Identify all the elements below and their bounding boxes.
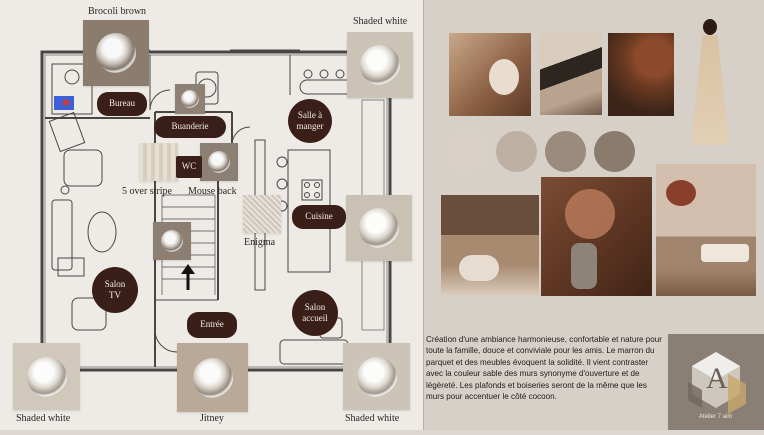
logo-mark-icon: [688, 352, 746, 414]
swatch-shaded-white-bottom-left: [13, 343, 80, 410]
swatch-label-jitney: Jitney: [200, 413, 224, 424]
inspiration-image-architecture: [540, 33, 602, 115]
swatch-mouse-back: [200, 143, 238, 181]
swatch-buanderie: [175, 84, 205, 114]
room-bureau: Bureau: [97, 92, 147, 116]
atelier-logo: A Atelier 7 aim: [668, 334, 764, 430]
knob-icon: [161, 230, 183, 252]
palette-dot-2: [496, 131, 537, 172]
inspiration-image-fashion: [677, 15, 743, 150]
room-wc: WC: [176, 156, 202, 178]
inspiration-image-living-room: [656, 164, 756, 296]
knob-icon: [208, 151, 230, 173]
swatch-jitney: [177, 343, 248, 412]
logo-letter: A: [706, 362, 728, 395]
swatch-shaded-white-mid: [346, 195, 412, 261]
swatch-brocoli-brown: [83, 20, 149, 86]
palette-dot-3: [545, 131, 586, 172]
panel-divider: [423, 0, 424, 430]
inspiration-image-dried-flowers: [541, 177, 652, 296]
room-salle-a-manger: Salle à manger: [288, 99, 332, 143]
knob-icon: [26, 356, 67, 397]
room-cuisine: Cuisine: [292, 205, 346, 229]
knob-icon: [359, 208, 399, 248]
swatch-label-enigma: Enigma: [244, 237, 276, 248]
inspiration-image-lamps: [449, 33, 531, 116]
swatch-label-shaded-white-bottom-right: Shaded white: [345, 413, 400, 424]
swatch-shaded-white-top: [347, 32, 413, 98]
knob-icon: [96, 33, 136, 73]
swatch-label-5-over-stripe: 5 over stripe: [122, 186, 172, 197]
swatch-label-brocoli-brown: Brocoli brown: [88, 6, 147, 17]
inspiration-image-texture: [608, 33, 674, 116]
logo-caption: Atelier 7 aim: [699, 414, 733, 420]
swatch-stair: [153, 222, 191, 260]
swatch-label-shaded-white-bottom-left: Shaded white: [16, 413, 71, 424]
palette-dot-4: [594, 131, 635, 172]
swatch-label-mouse-back: Mouse back: [188, 186, 237, 197]
swatch-shaded-white-bottom-right: [343, 343, 410, 410]
room-salon-accueil: Salon accueil: [292, 290, 338, 336]
room-buanderie: Buanderie: [154, 116, 226, 138]
knob-icon: [360, 45, 400, 85]
inspiration-image-reading-nook: [441, 195, 539, 295]
swatch-5-over-stripe: [139, 143, 178, 181]
knob-icon: [192, 357, 233, 398]
swatch-label-shaded-white-top: Shaded white: [353, 16, 408, 27]
knob-icon: [181, 90, 199, 108]
project-description: Création d'une ambiance harmonieuse, con…: [426, 335, 662, 402]
knob-icon: [356, 356, 397, 397]
room-entree: Entrée: [187, 312, 237, 338]
room-salon-tv: Salon TV: [92, 267, 138, 313]
swatch-enigma: [243, 195, 281, 233]
palette-dot-1: [447, 131, 488, 172]
